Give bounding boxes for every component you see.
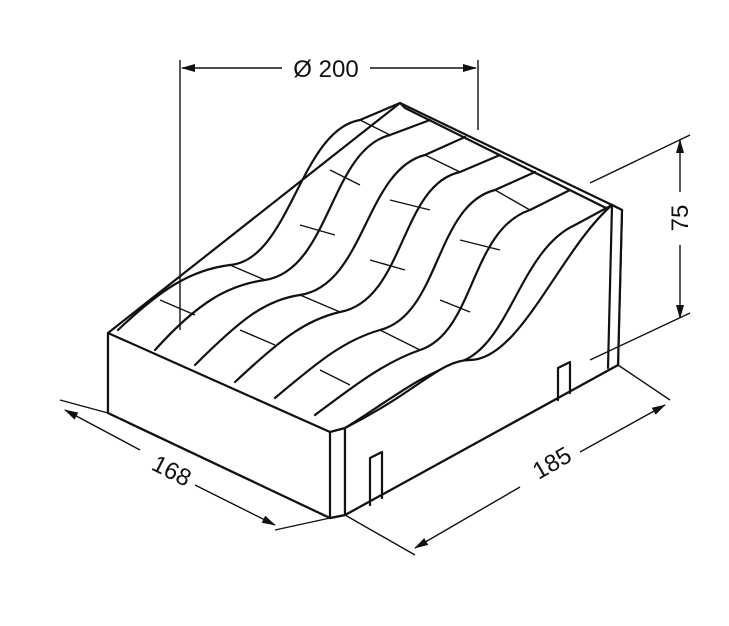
slot-front: [368, 450, 384, 507]
dimension-diameter: Ø 200: [179, 56, 479, 330]
height-label: 75: [667, 205, 694, 232]
wave-dividers: [116, 101, 614, 430]
dimension-height: 75: [589, 134, 694, 361]
rack-body: [106, 101, 624, 520]
slot-rear: [556, 360, 572, 402]
depth-label: 168: [147, 450, 195, 492]
width-label: 185: [528, 442, 576, 485]
diameter-label: Ø 200: [293, 56, 358, 83]
